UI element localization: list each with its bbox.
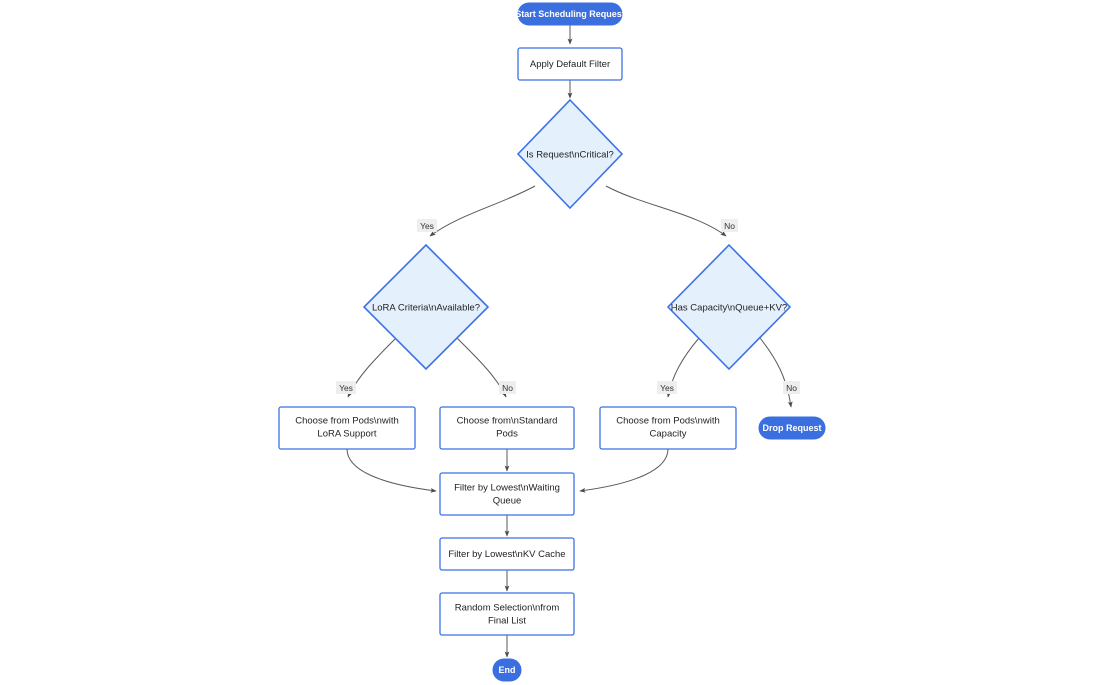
edge-is-critical-to-has-capacity [605, 185, 727, 237]
edge-pods-cap-to-filter-queue [579, 448, 669, 493]
node-choose-pods-lora-label-line1: Choose from Pods\nwith [295, 416, 399, 427]
edge-label-layer: Yes No Yes No Yes No [336, 219, 800, 394]
node-lora-criteria-available[interactable]: LoRA Criteria\nAvailable? [362, 243, 490, 371]
node-has-capacity-queue-kv-label: Has Capacity\nQueue+KV? [671, 303, 787, 314]
node-is-request-critical[interactable]: Is Request\nCritical? [516, 98, 624, 210]
edge-label-lora-yes-text: Yes [339, 383, 353, 393]
node-drop-request[interactable]: Drop Request [758, 416, 826, 440]
node-choose-standard-pods-label-line2: Pods [496, 429, 518, 440]
node-choose-pods-capacity-label-line1: Choose from Pods\nwith [616, 416, 720, 427]
node-choose-pods-capacity-label-line2: Capacity [650, 429, 687, 440]
node-choose-pods-with-lora-support[interactable]: Choose from Pods\nwith LoRA Support [278, 406, 416, 450]
edge-label-capacity-yes-text: Yes [660, 383, 674, 393]
edge-label-lora-no-text: No [502, 383, 513, 393]
node-choose-standard-pods-label-line1: Choose from\nStandard [457, 416, 558, 427]
node-choose-pods-lora-label-line2: LoRA Support [317, 429, 377, 440]
node-random-selection-final-list[interactable]: Random Selection\nfrom Final List [439, 592, 575, 636]
edge-label-critical-yes-text: Yes [420, 221, 434, 231]
node-choose-standard-pods[interactable]: Choose from\nStandard Pods [439, 406, 575, 450]
edge-label-critical-no-text: No [724, 221, 735, 231]
node-filter-waiting-queue-label-line1: Filter by Lowest\nWaiting [454, 483, 560, 494]
edge-is-critical-to-lora-avail [429, 185, 536, 237]
node-random-selection-label-line2: Final List [488, 616, 526, 627]
node-start-label: Start Scheduling Request [515, 9, 625, 19]
node-end-label: End [499, 665, 516, 675]
node-is-request-critical-label: Is Request\nCritical? [526, 150, 614, 161]
edge-label-critical-yes: Yes [417, 219, 437, 232]
node-filter-waiting-queue-label-line2: Queue [493, 496, 522, 507]
node-apply-default-filter-label: Apply Default Filter [530, 59, 610, 70]
node-apply-default-filter[interactable]: Apply Default Filter [517, 47, 623, 81]
edge-pods-lora-to-filter-queue [346, 448, 437, 493]
edge-layer [346, 25, 793, 658]
node-drop-request-label: Drop Request [762, 423, 821, 433]
edge-lora-avail-to-pods-std [456, 337, 507, 398]
node-end[interactable]: End [492, 658, 522, 682]
node-random-selection-label-line1: Random Selection\nfrom [455, 603, 560, 614]
edge-label-lora-yes: Yes [336, 381, 356, 394]
node-has-capacity-queue-kv[interactable]: Has Capacity\nQueue+KV? [666, 243, 792, 371]
edge-label-capacity-no-text: No [786, 383, 797, 393]
node-start-scheduling-request[interactable]: Start Scheduling Request [515, 2, 625, 26]
edge-label-capacity-no: No [783, 381, 800, 394]
edge-label-lora-no: No [499, 381, 516, 394]
node-filter-lowest-kv-cache[interactable]: Filter by Lowest\nKV Cache [439, 537, 575, 571]
node-lora-criteria-available-label: LoRA Criteria\nAvailable? [372, 303, 480, 314]
node-choose-pods-with-capacity[interactable]: Choose from Pods\nwith Capacity [599, 406, 737, 450]
edge-has-capacity-to-drop-request [759, 337, 793, 408]
node-filter-kv-cache-label: Filter by Lowest\nKV Cache [448, 549, 565, 560]
node-layer: Start Scheduling Request Apply Default F… [278, 2, 826, 682]
edge-label-capacity-yes: Yes [657, 381, 677, 394]
edge-label-critical-no: No [721, 219, 738, 232]
node-filter-lowest-waiting-queue[interactable]: Filter by Lowest\nWaiting Queue [439, 472, 575, 516]
